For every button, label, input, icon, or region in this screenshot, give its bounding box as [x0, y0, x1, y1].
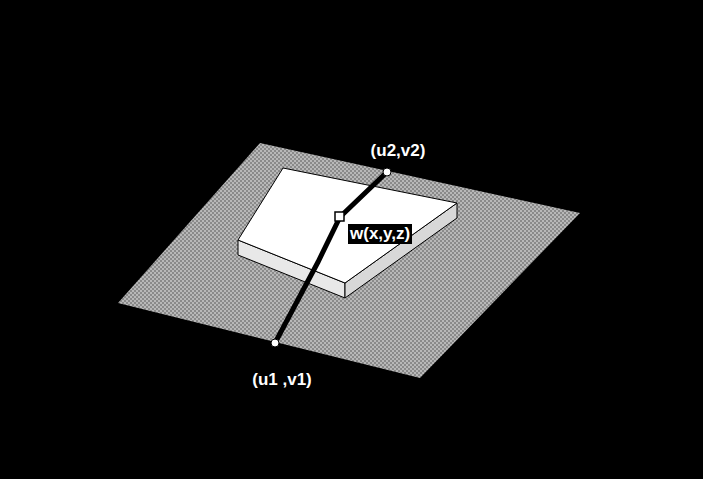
point-u2v2 — [383, 168, 391, 176]
point-w — [335, 212, 344, 221]
ray-line — [275, 172, 387, 343]
point-label: w(x,y,z) — [348, 224, 412, 244]
point-label: (u1 ,v1) — [250, 370, 314, 390]
point-u1v1 — [271, 339, 279, 347]
ground-plane — [118, 143, 580, 378]
point-label: (u2,v2) — [369, 141, 428, 161]
box-top-face — [238, 168, 457, 283]
